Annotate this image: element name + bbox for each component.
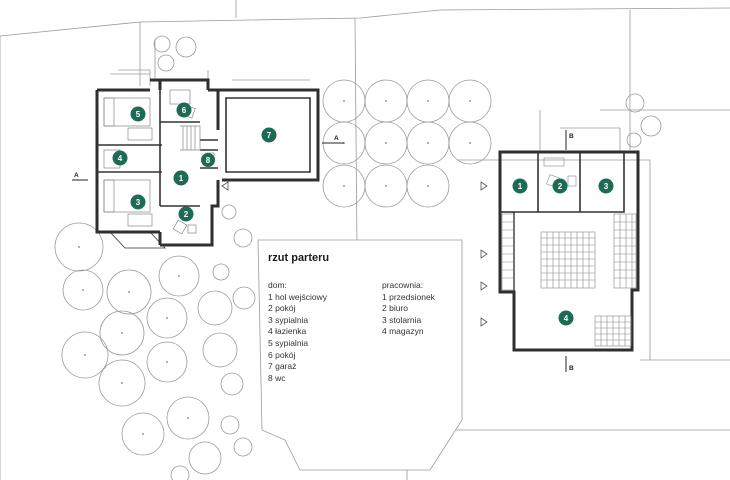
room-marker-studio-4: 4: [558, 310, 574, 326]
room-marker-house-4: 4: [112, 150, 128, 166]
svg-text:2: 2: [184, 210, 189, 219]
section-marker-b-top: B: [569, 133, 574, 140]
room-marker-house-2: 2: [178, 206, 194, 222]
room-marker-studio-1: 1: [512, 178, 528, 194]
legend-house-item: 8 wc: [268, 372, 286, 383]
legend-studio-item: 4 magazyn: [382, 326, 424, 337]
legend-title: rzut parteru: [268, 252, 330, 264]
room-marker-studio-3: 3: [598, 178, 614, 194]
svg-text:7: 7: [267, 131, 272, 140]
legend-house-item: 4 łazienka: [268, 326, 307, 337]
svg-text:1: 1: [179, 174, 184, 183]
legend-house-item: 1 hol wejściowy: [268, 291, 328, 302]
section-lines: [72, 130, 567, 372]
legend-box: [257, 239, 463, 471]
tree-row-grid: [322, 79, 492, 208]
section-marker-a-right: A: [334, 135, 339, 142]
legend-studio-item: 3 stolarnia: [382, 314, 422, 325]
entrance-arrow: [221, 181, 229, 191]
legend-house-item: 6 pokój: [268, 349, 296, 360]
room-marker-studio-2: 2: [552, 178, 568, 194]
studio-entrance-arrows: [480, 181, 488, 327]
house-room-markers: 1 2 3 4 5 6 7 8: [112, 102, 277, 222]
tree-centres: [78, 100, 471, 435]
room-marker-house-6: 6: [176, 102, 192, 118]
room-marker-house-3: 3: [130, 194, 146, 210]
legend-house-item: 3 sypialnia: [268, 314, 309, 325]
section-marker-a-left: A: [74, 172, 79, 179]
room-marker-house-8: 8: [201, 153, 215, 167]
legend-house-heading: dom:: [268, 280, 287, 290]
tree-cluster-left: [54, 204, 256, 480]
legend-house: dom: 1 hol wejściowy 2 pokój 3 sypialnia…: [268, 280, 327, 384]
legend-studio-item: 1 przedsionek: [382, 291, 435, 302]
svg-text:3: 3: [136, 198, 141, 207]
section-marker-b-bottom: B: [569, 365, 574, 372]
legend-house-item: 2 pokój: [268, 303, 296, 314]
svg-text:8: 8: [206, 156, 211, 165]
svg-text:2: 2: [558, 182, 563, 191]
svg-text:4: 4: [564, 314, 569, 323]
svg-text:4: 4: [118, 154, 123, 163]
room-marker-house-5: 5: [130, 106, 146, 122]
trees: [54, 35, 662, 480]
studio-room-markers: 1 2 3 4: [512, 178, 614, 326]
svg-text:3: 3: [604, 182, 609, 191]
svg-text:5: 5: [136, 110, 141, 119]
legend-studio-heading: pracownia:: [382, 280, 424, 290]
svg-text:6: 6: [182, 106, 187, 115]
tree-cluster-top: [153, 35, 662, 148]
legend-studio-item: 2 biuro: [382, 303, 408, 314]
room-marker-house-1: 1: [173, 170, 189, 186]
legend-studio: pracownia: 1 przedsionek 2 biuro 3 stola…: [382, 280, 435, 338]
legend-house-item: 7 garaż: [268, 361, 297, 372]
studio-plan: [480, 150, 640, 352]
svg-text:1: 1: [518, 182, 523, 191]
room-marker-house-7: 7: [261, 127, 277, 143]
legend-house-item: 5 sypialnia: [268, 337, 309, 348]
